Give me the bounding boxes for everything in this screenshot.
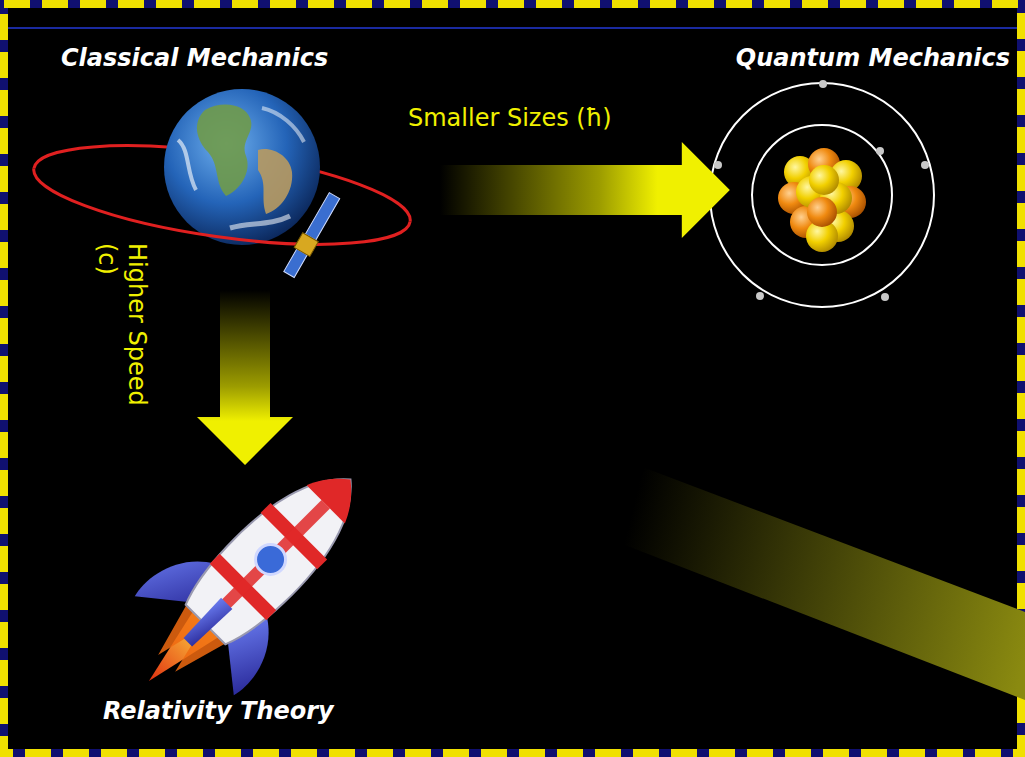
rocket — [98, 429, 401, 732]
relativity-region: Relativity Theory — [95, 465, 415, 730]
earth-land — [197, 104, 251, 196]
quantum-region: Quantum Mechanics — [730, 40, 1010, 310]
electron — [881, 293, 889, 301]
rocket-body — [177, 451, 379, 653]
nucleus — [778, 148, 866, 252]
frame-rule — [8, 27, 1017, 29]
node-title: Classical Mechanics — [61, 44, 328, 73]
electron — [714, 161, 722, 169]
orbit — [28, 169, 410, 263]
atom — [710, 80, 934, 307]
node-title: Quantum Mechanics — [736, 44, 1010, 73]
orbit-front — [28, 169, 410, 263]
neutron — [807, 197, 837, 227]
earth-globe — [164, 89, 320, 245]
edge-label: Higher Speed (c) — [92, 243, 152, 443]
earth-cloud — [262, 108, 304, 142]
earth-land — [258, 149, 292, 214]
earth-cloud — [178, 140, 196, 190]
transition-arrow — [440, 142, 730, 238]
transition-arrow — [197, 290, 293, 465]
satellite-body — [294, 233, 318, 257]
edge-label: Smaller Sizes (ħ) — [408, 103, 613, 133]
electron-shell — [752, 125, 892, 265]
electron — [756, 292, 764, 300]
earth — [164, 89, 320, 245]
rocket-window — [249, 538, 291, 580]
rocket-fin — [182, 598, 232, 648]
node-title: Relativity Theory — [103, 697, 334, 726]
solar-panel — [305, 193, 339, 241]
earth-cloud — [230, 216, 290, 228]
fading-band — [612, 468, 1025, 700]
electron — [876, 147, 884, 155]
electron — [819, 80, 827, 88]
satellite — [281, 191, 342, 279]
frame-border — [4, 4, 1021, 753]
proton — [809, 165, 839, 195]
electron-shell — [710, 83, 934, 307]
frame-dashes — [4, 4, 1021, 753]
electron — [921, 161, 929, 169]
